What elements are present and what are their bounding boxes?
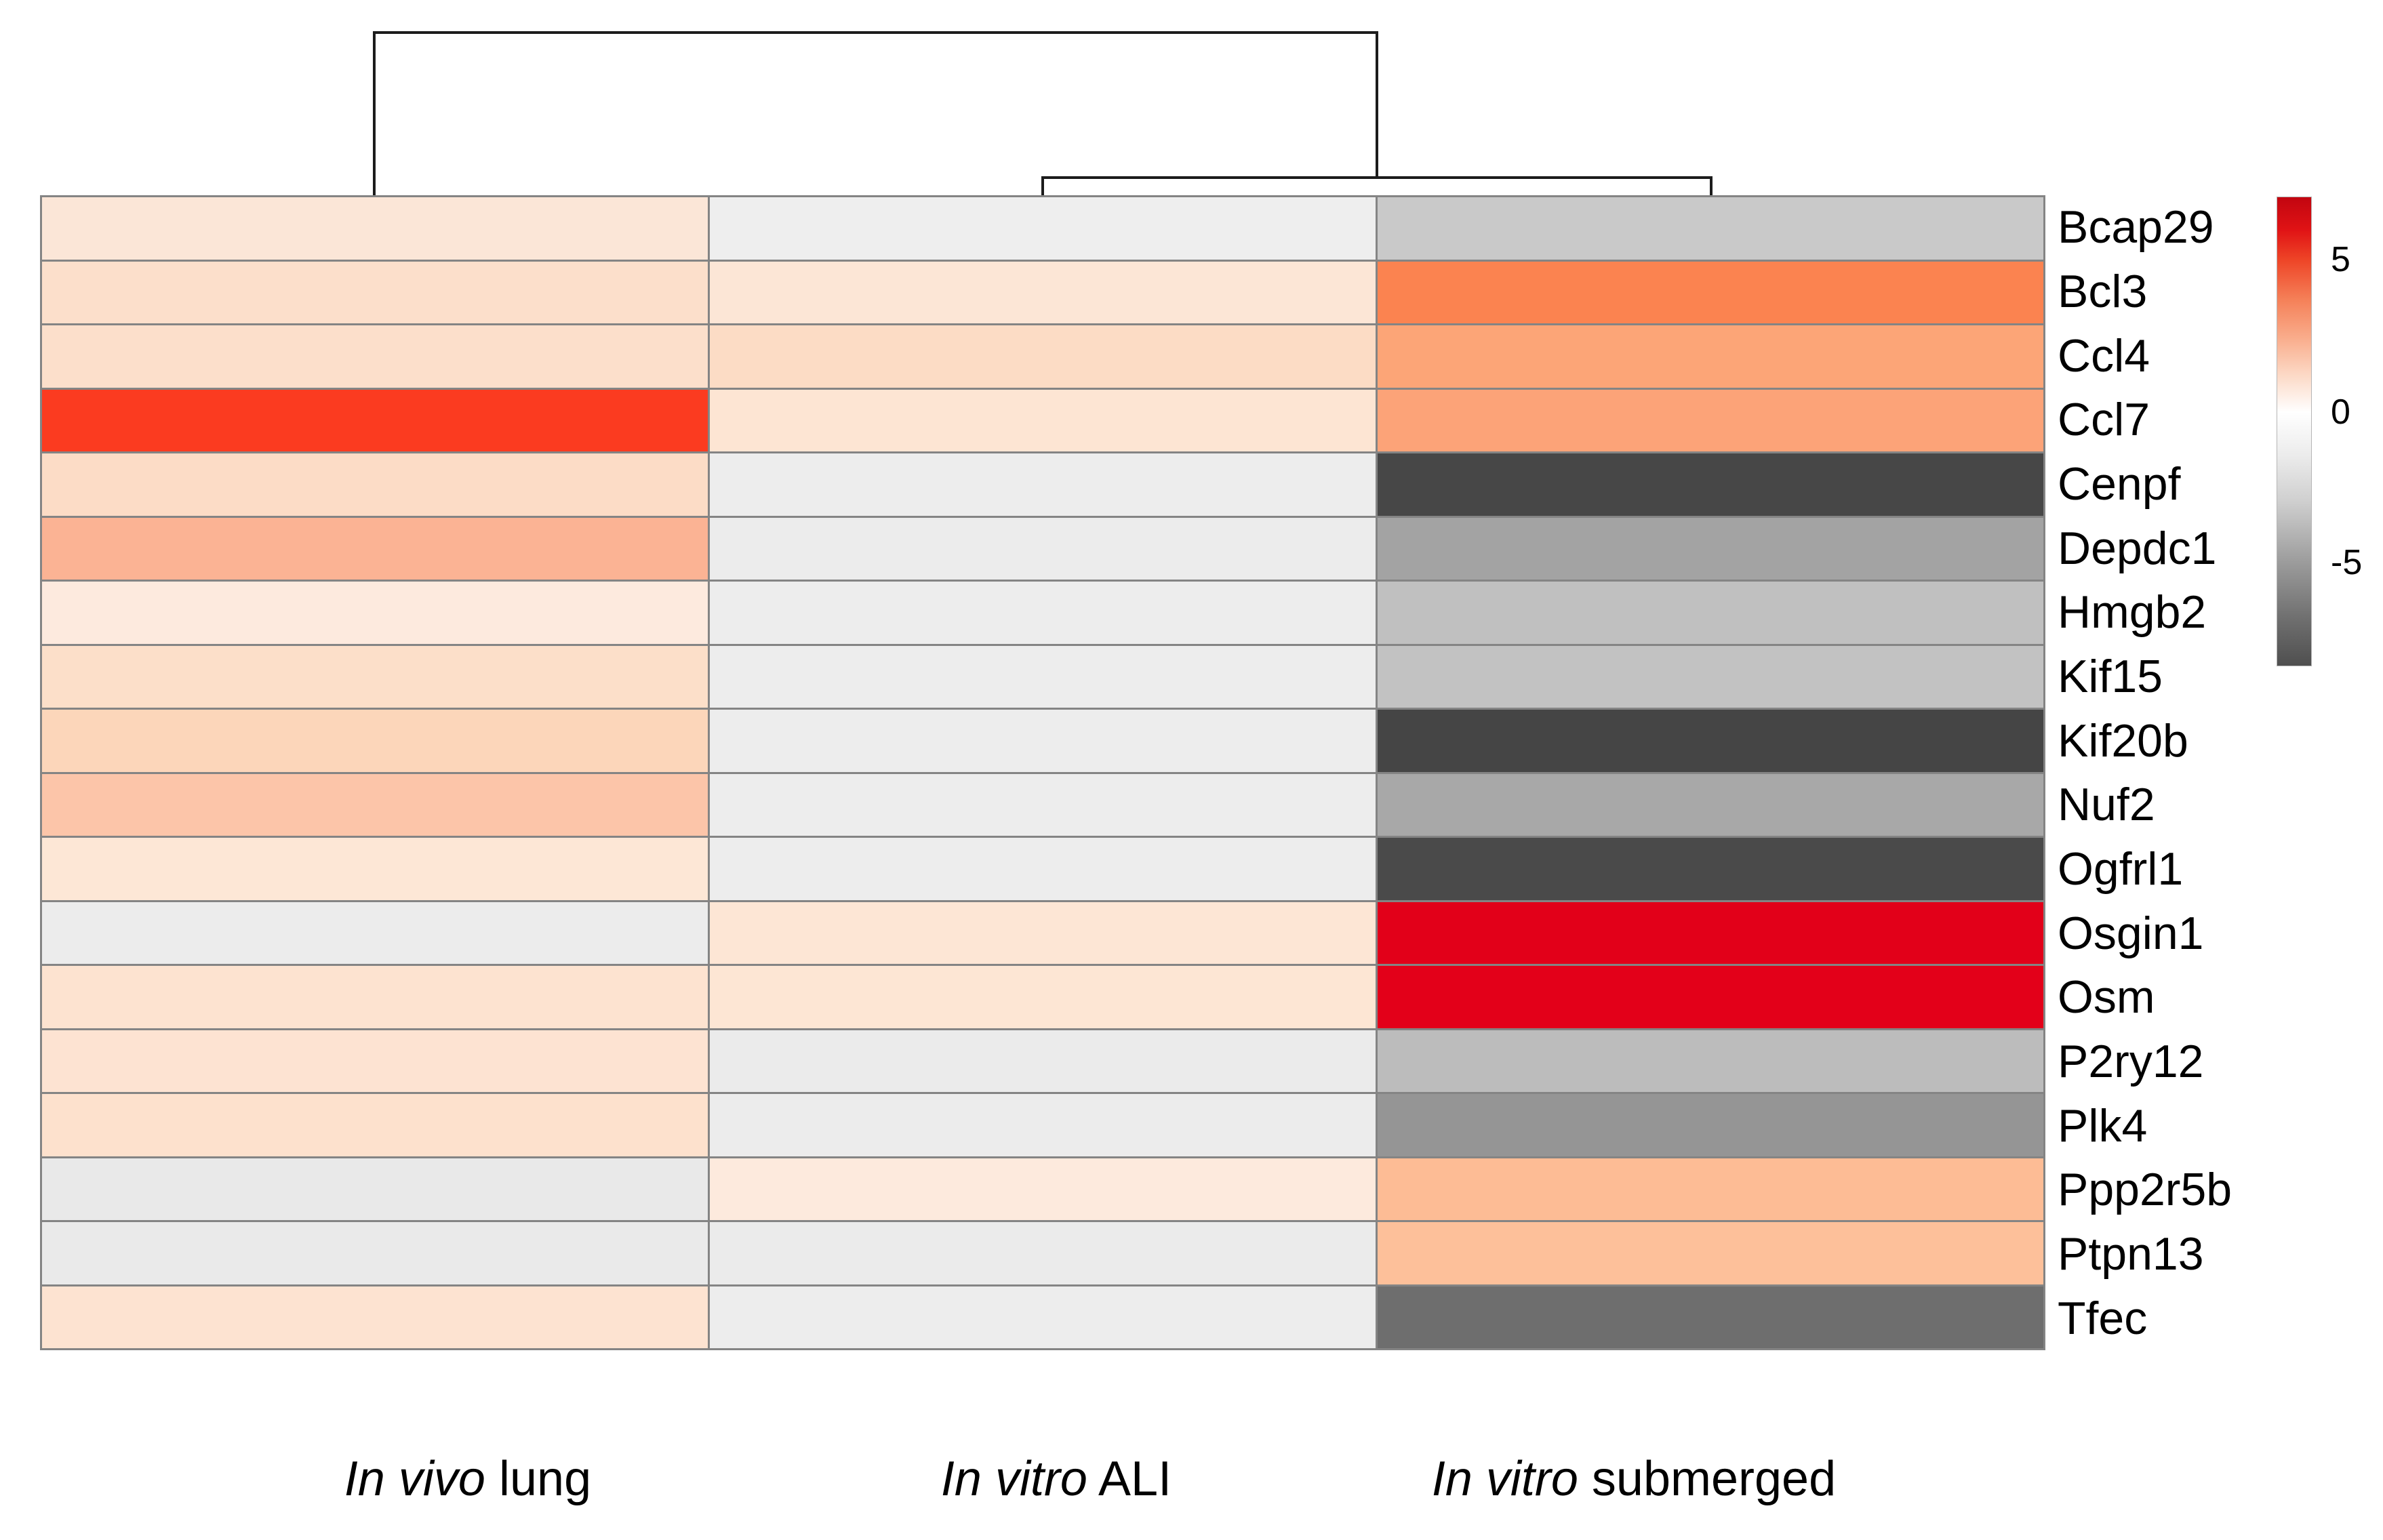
heatmap-cell-kif15-col3 xyxy=(1378,645,2043,708)
heatmap-cell-bcl3-col3 xyxy=(1378,261,2043,323)
heatmap-cell-ppp2r5b-col2 xyxy=(710,1158,1376,1220)
gene-label-ccl4: Ccl4 xyxy=(2058,329,2150,382)
heatmap-cell-cenpf-col3 xyxy=(1378,453,2043,516)
colorbar-tick-neg5: -5 xyxy=(2331,543,2363,582)
heatmap-cell-ccl7-col3 xyxy=(1378,389,2043,451)
gene-label-bcl3: Bcl3 xyxy=(2058,265,2148,317)
gene-label-ptpn13: Ptpn13 xyxy=(2058,1228,2204,1280)
heatmap-cell-osm-col1 xyxy=(42,966,708,1028)
heatmap-cell-ppp2r5b-col1 xyxy=(42,1158,708,1220)
heatmap-cell-ogfrl1-col2 xyxy=(710,838,1376,900)
gene-label-ppp2r5b: Ppp2r5b xyxy=(2058,1164,2232,1216)
column-label-regular-part: submerged xyxy=(1578,1452,1837,1506)
heatmap-cell-ogfrl1-col3 xyxy=(1378,838,2043,900)
gene-label-cenpf: Cenpf xyxy=(2058,458,2181,510)
colorbar xyxy=(2277,197,2312,666)
heatmap-cell-bcap29-col2 xyxy=(710,197,1376,260)
heatmap-cell-kif15-col1 xyxy=(42,645,708,708)
heatmap-cell-nuf2-col2 xyxy=(710,773,1376,836)
heatmap-cell-osgin1-col2 xyxy=(710,901,1376,964)
heatmap-cell-ccl7-col1 xyxy=(42,389,708,451)
gene-label-kif15: Kif15 xyxy=(2058,650,2163,702)
gene-label-bcap29: Bcap29 xyxy=(2058,201,2214,254)
heatmap-cell-depdc1-col1 xyxy=(42,517,708,580)
heatmap-cell-tfec-col2 xyxy=(710,1286,1376,1348)
gene-label-tfec: Tfec xyxy=(2058,1292,2148,1344)
heatmap-cell-hmgb2-col1 xyxy=(42,582,708,644)
heatmap-cell-kif20b-col2 xyxy=(710,710,1376,772)
heatmap-cell-cenpf-col2 xyxy=(710,453,1376,516)
heatmap-cell-osgin1-col1 xyxy=(42,901,708,964)
gene-label-p2ry12: P2ry12 xyxy=(2058,1035,2204,1087)
colorbar-tick-0: 0 xyxy=(2331,392,2350,432)
heatmap-cell-tfec-col3 xyxy=(1378,1286,2043,1348)
dendrogram-link-top xyxy=(373,31,1378,195)
heatmap-cell-ccl7-col2 xyxy=(710,389,1376,451)
heatmap-cell-plk4-col1 xyxy=(42,1094,708,1156)
heatmap-cell-ccl4-col3 xyxy=(1378,325,2043,388)
heatmap-grid xyxy=(40,195,2045,1350)
gene-label-hmgb2: Hmgb2 xyxy=(2058,586,2207,639)
gene-label-depdc1: Depdc1 xyxy=(2058,522,2217,574)
heatmap-cell-ptpn13-col1 xyxy=(42,1222,708,1284)
heatmap-cell-ppp2r5b-col3 xyxy=(1378,1158,2043,1220)
column-label-regular-part: ALI xyxy=(1087,1452,1172,1506)
column-label-in-vitro-ali: In vitro ALI xyxy=(941,1455,1172,1503)
column-label-italic-part: In vitro xyxy=(940,1452,1087,1506)
gene-label-osm: Osm xyxy=(2058,971,2155,1024)
colorbar-tick-5: 5 xyxy=(2331,240,2350,279)
gene-label-ogfrl1: Ogfrl1 xyxy=(2058,843,2184,895)
heatmap-cell-osm-col2 xyxy=(710,966,1376,1028)
column-label-regular-part: lung xyxy=(485,1452,592,1506)
heatmap-cell-tfec-col1 xyxy=(42,1286,708,1348)
heatmap-cell-ccl4-col1 xyxy=(42,325,708,388)
dendrogram-link-bottom xyxy=(1041,176,1713,195)
heatmap-cell-ptpn13-col3 xyxy=(1378,1222,2043,1284)
column-label-in-vitro-submerged: In vitro submerged xyxy=(1432,1455,1836,1503)
heatmap-cell-p2ry12-col2 xyxy=(710,1030,1376,1092)
heatmap-cell-hmgb2-col3 xyxy=(1378,582,2043,644)
column-label-in-vivo-lung: In vivo lung xyxy=(344,1455,591,1503)
heatmap-cell-kif20b-col3 xyxy=(1378,710,2043,772)
heatmap-cell-nuf2-col3 xyxy=(1378,773,2043,836)
heatmap-cell-hmgb2-col2 xyxy=(710,582,1376,644)
heatmap-cell-bcap29-col1 xyxy=(42,197,708,260)
column-label-italic-part: In vivo xyxy=(344,1452,485,1506)
heatmap-cell-ccl4-col2 xyxy=(710,325,1376,388)
gene-label-nuf2: Nuf2 xyxy=(2058,779,2155,831)
heatmap-cell-depdc1-col3 xyxy=(1378,517,2043,580)
heatmap-cell-osgin1-col3 xyxy=(1378,901,2043,964)
heatmap-cell-bcl3-col1 xyxy=(42,261,708,323)
gene-label-kif20b: Kif20b xyxy=(2058,714,2188,767)
heatmap-cell-ptpn13-col2 xyxy=(710,1222,1376,1284)
heatmap-cell-bcap29-col3 xyxy=(1378,197,2043,260)
heatmap-cell-p2ry12-col1 xyxy=(42,1030,708,1092)
heatmap-cell-nuf2-col1 xyxy=(42,773,708,836)
heatmap-cell-kif20b-col1 xyxy=(42,710,708,772)
column-label-italic-part: In vitro xyxy=(1431,1452,1578,1506)
gene-label-plk4: Plk4 xyxy=(2058,1099,2148,1152)
gene-label-ccl7: Ccl7 xyxy=(2058,394,2150,446)
heatmap-cell-plk4-col3 xyxy=(1378,1094,2043,1156)
gene-label-osgin1: Osgin1 xyxy=(2058,907,2204,959)
heatmap-cell-plk4-col2 xyxy=(710,1094,1376,1156)
heatmap-cell-ogfrl1-col1 xyxy=(42,838,708,900)
heatmap-cell-depdc1-col2 xyxy=(710,517,1376,580)
heatmap-cell-bcl3-col2 xyxy=(710,261,1376,323)
heatmap-cell-osm-col3 xyxy=(1378,966,2043,1028)
heatmap-cell-cenpf-col1 xyxy=(42,453,708,516)
heatmap-cell-p2ry12-col3 xyxy=(1378,1030,2043,1092)
heatmap-cell-kif15-col2 xyxy=(710,645,1376,708)
